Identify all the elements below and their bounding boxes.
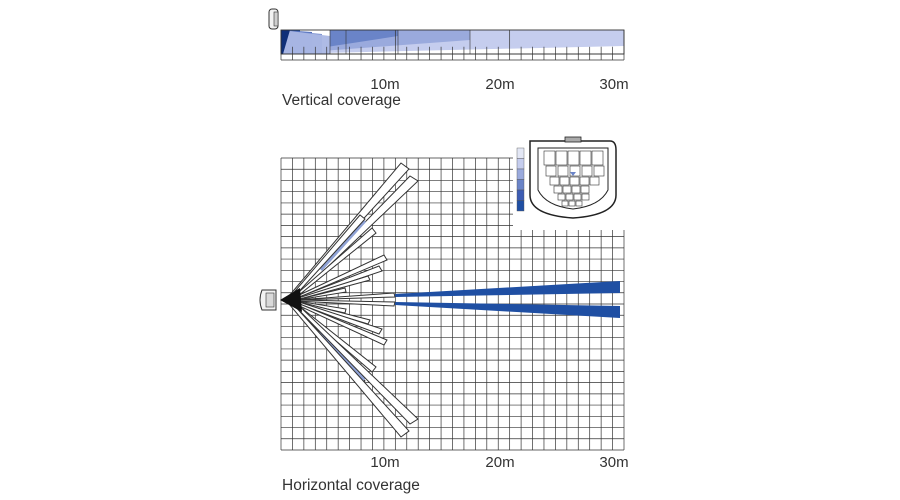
vertical-zone-wedge xyxy=(281,30,330,54)
lens-segment xyxy=(562,185,572,194)
long-range-beam-upper xyxy=(395,281,620,297)
lens-segment xyxy=(581,193,590,201)
vertical-zones xyxy=(281,30,624,54)
lens-segment xyxy=(579,176,590,186)
lens-segments xyxy=(543,150,605,207)
horizontal-tick-30m: 30m xyxy=(599,454,628,471)
lens-segment xyxy=(569,165,581,177)
vertical-grid xyxy=(280,29,625,61)
lens-inset xyxy=(513,135,625,230)
vertical-tick-10m: 10m xyxy=(370,76,399,93)
lens-segment xyxy=(569,176,580,186)
lens-segment xyxy=(571,185,581,194)
lens-segment xyxy=(555,150,568,166)
lens-segment xyxy=(581,165,593,177)
lens-segment xyxy=(565,193,574,201)
lens-clip xyxy=(564,136,582,143)
vertical-caption: Vertical coverage xyxy=(282,92,401,109)
fan-apex xyxy=(280,288,302,312)
zone-swatch xyxy=(516,179,525,191)
lens-segment xyxy=(589,176,600,186)
vertical-coverage-panel: 10m 20m 30m Vertical coverage xyxy=(268,8,629,109)
lens-segment xyxy=(567,150,580,166)
lens-segment xyxy=(553,185,563,194)
zone-swatch xyxy=(516,189,525,201)
long-range-beams xyxy=(395,281,620,318)
zone-color-legend xyxy=(516,147,525,212)
lens-segment xyxy=(575,200,583,207)
horizontal-tick-10m: 10m xyxy=(370,454,399,471)
vertical-grid-frame xyxy=(280,29,625,55)
lens-segment xyxy=(561,200,569,207)
lens-segment xyxy=(593,165,605,177)
vertical-tick-30m: 30m xyxy=(599,76,628,93)
zone-swatch xyxy=(516,168,525,180)
lens-segment xyxy=(559,176,570,186)
short-range-fan xyxy=(280,162,419,438)
horizontal-caption: Horizontal coverage xyxy=(282,477,420,494)
horizontal-tick-20m: 20m xyxy=(485,454,514,471)
lens-segment xyxy=(580,185,590,194)
lens-segment xyxy=(591,150,604,166)
lens-segment xyxy=(568,200,576,207)
vertical-tick-20m: 20m xyxy=(485,76,514,93)
zone-swatch xyxy=(516,200,525,212)
lens-segment xyxy=(549,176,560,186)
long-range-beam-lower xyxy=(395,302,620,318)
vertical-zone-core xyxy=(281,30,290,54)
lens-segment xyxy=(573,193,582,201)
lens-segment xyxy=(545,165,557,177)
lens-segment-shade xyxy=(570,172,576,176)
lens-segment xyxy=(579,150,592,166)
zone-swatch xyxy=(516,147,525,159)
vertical-sensor-icon xyxy=(268,8,279,30)
horizontal-sensor-icon xyxy=(259,289,277,311)
lens-segment xyxy=(557,193,566,201)
horizontal-coverage-panel: 10m 20m 30m Horizontal coverage xyxy=(259,135,629,494)
lens-segment xyxy=(557,165,569,177)
zone-swatch xyxy=(516,158,525,170)
lens-segment xyxy=(543,150,556,166)
